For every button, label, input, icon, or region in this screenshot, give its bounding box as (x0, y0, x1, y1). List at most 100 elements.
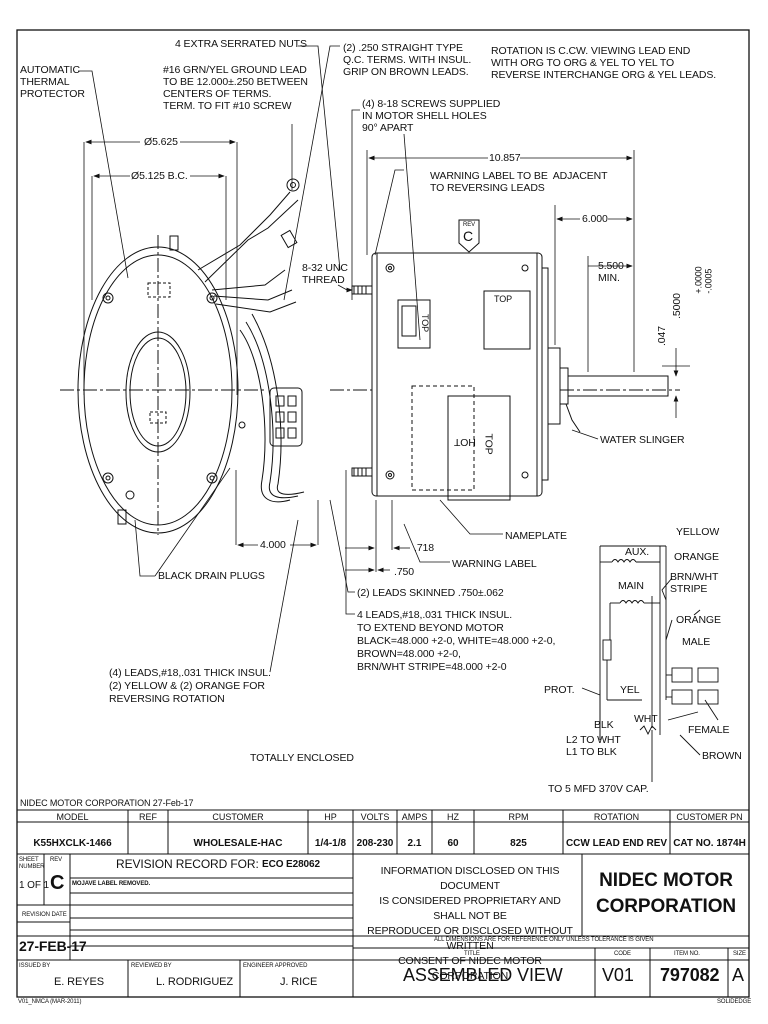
totally-enclosed-note: TOTALLY ENCLOSED (250, 752, 354, 764)
wiring-orange-2: ORANGE (676, 614, 721, 626)
rev-badge-label: REV (463, 222, 476, 228)
disclosure-notice: INFORMATION DISCLOSED ON THIS DOCUMENT I… (367, 865, 573, 982)
cad-software: SOLIDEDGE (717, 999, 752, 1005)
four-leads-note: 4 LEADS,#18,.031 THICK INSUL. TO EXTEND … (357, 609, 556, 673)
dim-shaft-diameter: .5000 (670, 293, 683, 319)
ground-lead-note: #16 GRN/YEL GROUND LEAD TO BE 12.000±.25… (163, 64, 308, 112)
header-amps: AMPS (401, 812, 428, 822)
value-customer-pn: CAT NO. 1874H (673, 838, 746, 849)
value-hz: 60 (447, 838, 459, 849)
motor-side-view (330, 219, 680, 501)
form-number: V01_NMCA (MAR-2011) (18, 999, 82, 1005)
top-marking-label-panel: TOP (420, 313, 431, 333)
warning-label-label: WARNING LABEL (452, 558, 537, 570)
sheet-value: 1 OF 1 (19, 880, 49, 891)
automatic-thermal-protector-note: AUTOMATIC THERMAL PROTECTOR (20, 64, 85, 100)
water-slinger-label: WATER SLINGER (600, 434, 685, 446)
serrated-nuts-note: 4 EXTRA SERRATED NUTS (175, 38, 307, 50)
dimension-lines (83, 139, 690, 573)
rev-badge-value: C (463, 228, 474, 244)
qc-terminals-note: (2) .250 STRAIGHT TYPE Q.C. TERMS. WITH … (343, 42, 472, 78)
wiring-schematic (581, 545, 719, 782)
eco-number: ECO E28062 (262, 859, 320, 870)
dimensions-note: ALL DIMENSIONS ARE FOR REFERENCE ONLY UN… (434, 937, 654, 943)
top-marking-box: TOP (494, 294, 513, 304)
rev-value: C (50, 872, 65, 894)
dim-outer-diameter: Ø5.625 (144, 136, 178, 148)
leader-lines (78, 45, 599, 673)
dim-stud-spacing: 4.000 (260, 539, 286, 551)
value-amps: 2.1 (407, 838, 422, 849)
value-customer: WHOLESALE-HAC (193, 838, 283, 849)
value-rpm: 825 (510, 838, 527, 849)
header-volts: VOLTS (360, 812, 390, 822)
company-name: NIDEC MOTOR CORPORATION (596, 870, 736, 917)
dim-bolt-circle: Ø5.125 B.C. (131, 170, 188, 182)
issued-by-name: E. REYES (54, 976, 104, 988)
header-hp: HP (324, 812, 337, 822)
value-volts: 208-230 (356, 838, 394, 849)
title-block-lines (17, 809, 749, 997)
rev-label: REV (50, 857, 63, 863)
revision-date-label: REVISION DATE (22, 912, 67, 918)
issued-by-label: ISSUED BY (19, 963, 51, 969)
dim-min-length: 5.500 MIN. (598, 260, 624, 284)
wiring-female: FEMALE (688, 724, 730, 736)
dim-718: .718 (414, 542, 435, 554)
reviewed-by-label: REVIEWED BY (131, 963, 172, 969)
drawing-border (16, 29, 750, 998)
value-hp: 1/4-1/8 (314, 838, 347, 849)
sheet-number-label: SHEET NUMBER (19, 857, 45, 870)
engineer-name: J. RICE (280, 976, 318, 988)
wiring-aux: AUX. (625, 546, 650, 558)
dim-tolerance: +.0000 -.0005 (693, 266, 714, 294)
wiring-blk: BLK (594, 719, 614, 731)
value-model: K55HXCLK-1466 (33, 838, 112, 849)
value-rotation: CCW LEAD END REV (565, 838, 668, 849)
header-customer: CUSTOMER (212, 812, 264, 822)
item-number: 797082 (660, 965, 720, 985)
top-marking-nameplate: TOP (482, 433, 495, 455)
reviewed-by-name: L. RODRIGUEZ (156, 976, 234, 988)
warning-label-adjacent-note: WARNING LABEL TO BE ADJACENT TO REVERSIN… (430, 170, 608, 194)
revision-note: MOJAVE LABEL REMOVED. (72, 881, 151, 887)
wiring-l2: L2 TO WHT (566, 734, 621, 746)
drawing-title: ASSEMBLED VIEW (403, 965, 563, 985)
nameplate-label: NAMEPLATE (505, 530, 567, 542)
revision-date: 27-FEB-17 (19, 938, 87, 954)
title-label: TITLE (464, 951, 480, 957)
header-hz: HZ (447, 812, 459, 822)
wiring-main: MAIN (618, 580, 644, 592)
wiring-yellow: YELLOW (676, 526, 720, 538)
code-label: CODE (614, 951, 631, 957)
screws-note: (4) 8-18 SCREWS SUPPLIED IN MOTOR SHELL … (362, 98, 501, 134)
size-value: A (732, 965, 744, 985)
header-rpm: RPM (508, 812, 529, 822)
wiring-capacitor: TO 5 MFD 370V CAP. (548, 783, 649, 795)
dim-flat: .047 (656, 325, 669, 347)
unc-thread-note: 8-32 UNC THREAD (302, 262, 348, 286)
revision-record-label: REVISION RECORD FOR: (116, 857, 259, 871)
header-model: MODEL (56, 812, 89, 822)
wiring-prot: PROT. (544, 684, 575, 696)
hot-marking: HOT (454, 436, 476, 448)
wiring-male: MALE (682, 636, 711, 648)
drain-plugs-label: BLACK DRAIN PLUGS (158, 570, 265, 582)
wiring-brown: BROWN (702, 750, 742, 762)
dim-750: .750 (394, 566, 415, 578)
wiring-yel: YEL (620, 684, 640, 696)
engineer-label: ENGINEER APPROVED (243, 963, 308, 969)
code-value: V01 (602, 965, 634, 985)
wiring-brnwht: BRN/WHT STRIPE (670, 571, 719, 595)
motor-end-view (60, 178, 305, 535)
size-label: SIZE (733, 951, 746, 957)
wiring-orange-1: ORANGE (674, 551, 719, 563)
item-label: ITEM NO. (674, 951, 700, 957)
wiring-l1: L1 TO BLK (566, 746, 617, 758)
dim-shaft-length: 6.000 (582, 213, 608, 225)
rotation-note: ROTATION IS C.CW. VIEWING LEAD END WITH … (491, 45, 717, 81)
leads-skinned-note: (2) LEADS SKINNED .750±.062 (357, 587, 504, 599)
header-ref: REF (139, 812, 157, 822)
